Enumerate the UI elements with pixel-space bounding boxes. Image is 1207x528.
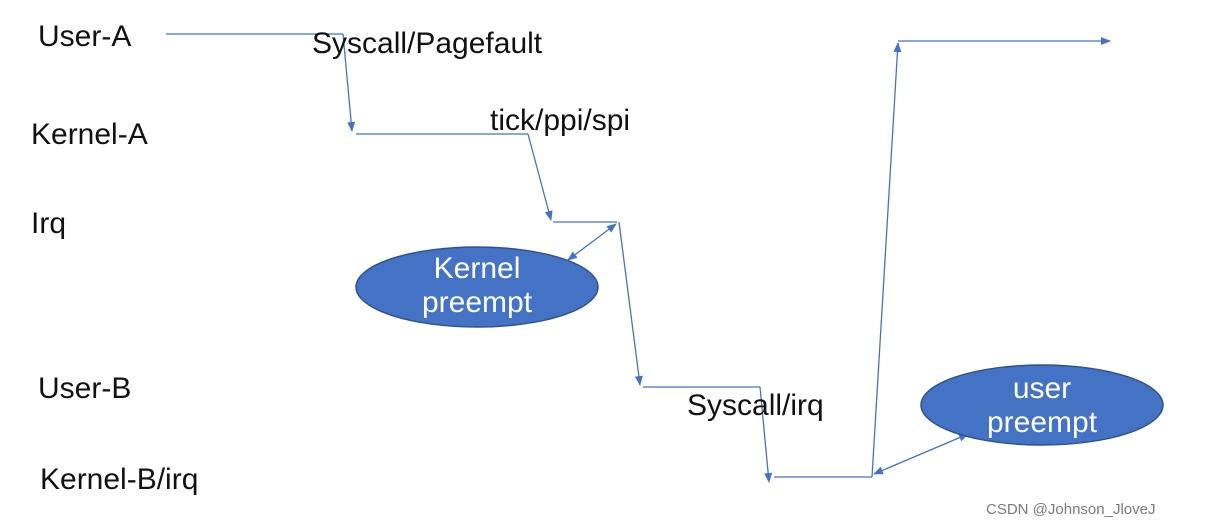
user-preempt-text: user preempt [951,372,1133,440]
transition-label-syscall-pagefault: Syscall/Pagefault [312,27,543,60]
kernel-preempt-bubble [355,246,599,328]
drop-to-kernel-a-arrow [342,33,356,132]
transition-label-tick-ppi-spi: tick/ppi/spi [490,104,631,137]
lane-label-user-b: User-B [38,372,132,405]
kernel-preempt-link-arrow [567,223,617,261]
lane-label-kernel-b: Kernel-B/irq [40,463,199,496]
transition-label-syscall-irq: Syscall/irq [687,389,824,422]
lane-label-user-a: User-A [38,20,132,53]
rise-to-user-a-arrow [871,42,902,478]
lane-label-irq: Irq [31,207,67,240]
user-preempt-line-1: user [1012,372,1072,405]
kernel-preempt-line-1: Kernel [433,252,521,285]
lane-label-kernel-a: Kernel-A [31,118,148,151]
kernel-preempt-text: Kernel preempt [386,252,568,320]
user-preempt-line-2: preempt [986,406,1098,439]
drop-to-kernel-b-arrow [759,386,773,483]
kernel-preempt-line-2: preempt [421,286,533,319]
user-preempt-link-arrow [873,433,969,475]
drop-to-irq-arrow [527,133,553,221]
watermark: CSDN @Johnson_JloveJ [986,501,1156,518]
drop-to-user-b-arrow [618,221,643,386]
user-preempt-bubble [920,364,1164,446]
